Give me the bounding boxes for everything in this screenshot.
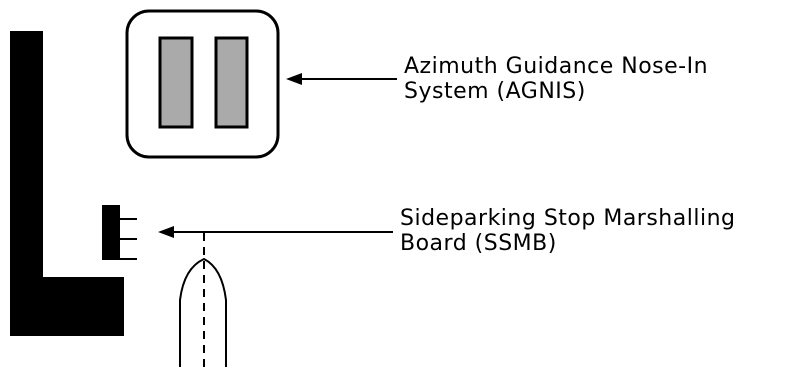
terminal-wall xyxy=(10,31,124,336)
agnis-label-line2: System (AGNIS) xyxy=(404,79,586,104)
ssmb-pointer-arrow xyxy=(158,226,393,238)
agnis-housing xyxy=(125,9,280,159)
ssmb-panel xyxy=(102,205,120,260)
agnis-unit xyxy=(125,9,280,159)
aircraft-nose-outline xyxy=(179,257,227,367)
ssmb-label-line1: Sideparking Stop Marshalling xyxy=(400,206,736,231)
ssmb-label: Sideparking Stop Marshalling Board (SSMB… xyxy=(400,206,735,256)
agnis-left-light-bar xyxy=(158,36,194,129)
ssmb-label-line2: Board (SSMB) xyxy=(400,231,557,256)
agnis-label-line1: Azimuth Guidance Nose-In xyxy=(404,54,709,79)
agnis-label: Azimuth Guidance Nose-In System (AGNIS) xyxy=(404,54,708,104)
ssmb-board xyxy=(102,205,137,260)
agnis-right-light-bar xyxy=(214,36,249,129)
agnis-pointer-arrow xyxy=(286,73,397,85)
